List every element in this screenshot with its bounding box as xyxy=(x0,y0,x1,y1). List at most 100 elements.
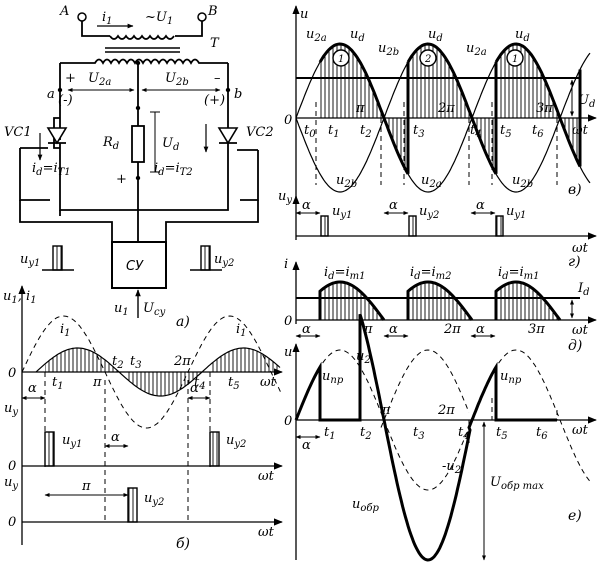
control-system-box xyxy=(111,241,167,289)
svg-text:uy2: uy2 xyxy=(214,252,234,269)
svg-text:u2b: u2b xyxy=(378,41,399,58)
svg-text:π: π xyxy=(363,322,373,337)
svg-text:0: 0 xyxy=(284,314,292,329)
svg-text:uy2: uy2 xyxy=(419,204,439,221)
svg-text:0: 0 xyxy=(284,113,292,128)
svg-text:α: α xyxy=(389,198,398,213)
svg-text:Ud: Ud xyxy=(578,93,595,110)
svg-text:2π: 2π xyxy=(437,101,455,116)
svg-text:(-): (-) xyxy=(58,93,73,108)
svg-text:u2a: u2a xyxy=(466,41,487,58)
svg-text:г): г) xyxy=(568,254,581,270)
panel-b-waveforms: u1, i1 u1 i1 i1 0 α t1 π t2 t3 2π t4 t5 … xyxy=(3,285,283,552)
svg-text:α: α xyxy=(302,198,311,213)
svg-text:2π: 2π xyxy=(173,354,191,369)
thyristor-vc1 xyxy=(46,127,68,145)
svg-text:1: 1 xyxy=(512,54,518,65)
svg-text:3π: 3π xyxy=(536,101,553,116)
svg-text:π: π xyxy=(81,479,91,494)
svg-text:π: π xyxy=(92,375,102,390)
id-current-area xyxy=(320,282,560,320)
svg-text:t5: t5 xyxy=(496,425,508,442)
svg-text:i1: i1 xyxy=(236,322,247,339)
rectified-voltage-area xyxy=(320,44,580,174)
svg-text:t2: t2 xyxy=(360,123,372,140)
svg-text:Uсу: Uсу xyxy=(143,301,166,318)
svg-text:uy1: uy1 xyxy=(20,252,40,269)
svg-text:uy2: uy2 xyxy=(144,491,164,508)
svg-text:t1: t1 xyxy=(52,375,64,392)
svg-text:1: 1 xyxy=(338,54,344,65)
svg-text:t4: t4 xyxy=(458,425,470,442)
svg-text:u2b: u2b xyxy=(336,173,357,190)
svg-text:t2: t2 xyxy=(112,354,124,371)
svg-text:t1: t1 xyxy=(328,123,340,140)
svg-text:uy: uy xyxy=(278,189,292,206)
svg-text:α: α xyxy=(111,430,120,445)
svg-text:id=iт1: id=iт1 xyxy=(498,265,540,282)
svg-text:id=iT1: id=iT1 xyxy=(32,161,71,178)
svg-text:~U1: ~U1 xyxy=(145,10,173,27)
primary-wire-right xyxy=(175,21,203,37)
svg-text:е): е) xyxy=(568,508,582,524)
svg-text:t3: t3 xyxy=(413,425,425,442)
svg-text:uпр: uпр xyxy=(500,369,522,386)
i1-curve xyxy=(35,347,281,397)
svg-text:i1: i1 xyxy=(60,322,71,339)
svg-text:t3: t3 xyxy=(413,123,425,140)
thyristor-vc2 xyxy=(217,127,239,145)
panel-d-currents: i id=iт1 id=iт2 id=iт1 Id 0 α π α 2π α 3… xyxy=(284,257,597,354)
svg-text:U2a: U2a xyxy=(88,71,111,88)
svg-text:д): д) xyxy=(568,338,582,354)
i1-positive-area-2 xyxy=(210,348,280,372)
svg-text:U2b: U2b xyxy=(165,71,189,88)
svg-text:u2a: u2a xyxy=(421,173,442,190)
svg-text:+: + xyxy=(116,172,127,187)
svg-text:ωt: ωt xyxy=(258,469,275,484)
svg-text:ωt: ωt xyxy=(258,525,275,540)
u1-dashed-curve xyxy=(21,315,283,429)
panel-v-voltages: u u2a ud u2b ud u2a ud 1 2 1 Ud 0 t0 t1 … xyxy=(284,5,597,200)
svg-text:id=iT2: id=iT2 xyxy=(154,161,193,178)
svg-text:uпр: uпр xyxy=(322,369,344,386)
svg-text:u: u xyxy=(300,7,308,22)
svg-text:Id: Id xyxy=(577,281,590,298)
svg-text:i1: i1 xyxy=(102,10,113,27)
svg-text:t5: t5 xyxy=(228,375,240,392)
svg-text:u: u xyxy=(284,345,292,360)
circuit-schematic: A B i1 ~U1 T a b + (-) – (+) U2a U2b VC1… xyxy=(4,4,274,330)
primary-winding xyxy=(109,34,175,40)
svg-text:ud: ud xyxy=(350,27,365,44)
minus-u2-dashed-curve xyxy=(380,349,470,428)
i1-negative-area xyxy=(128,372,202,396)
svg-text:-u2: -u2 xyxy=(442,459,461,476)
svg-text:2: 2 xyxy=(424,54,431,65)
svg-text:t4: t4 xyxy=(470,123,482,140)
svg-text:i: i xyxy=(284,257,288,272)
svg-text:2π: 2π xyxy=(443,322,461,337)
svg-text:Rd: Rd xyxy=(102,135,119,152)
panel-g-pulses: uy α uy1 α uy2 α uy1 ωt г) xyxy=(278,189,597,270)
svg-text:ud: ud xyxy=(428,27,443,44)
svg-text:0: 0 xyxy=(8,366,16,381)
svg-text:в): в) xyxy=(568,182,582,198)
u2-dashed-curve xyxy=(295,349,591,491)
svg-text:uобр: uобр xyxy=(352,497,379,514)
svg-text:b: b xyxy=(234,87,242,102)
svg-text:α: α xyxy=(476,198,485,213)
svg-text:ωt: ωt xyxy=(572,423,589,438)
svg-text:α: α xyxy=(302,322,311,337)
svg-text:α: α xyxy=(476,322,485,337)
svg-text:t6: t6 xyxy=(536,425,548,442)
svg-text:ωt: ωt xyxy=(572,123,589,138)
svg-text:π: π xyxy=(355,101,365,116)
svg-text:ωt: ωt xyxy=(260,375,277,390)
svg-text:id=iт2: id=iт2 xyxy=(410,265,452,282)
svg-text:2π: 2π xyxy=(437,403,455,418)
svg-text:СУ: СУ xyxy=(126,259,144,274)
panel-e-thyristor-voltage: u u2 uпр uпр 0 α t1 t2 π 2π t3 t4 t5 t6 … xyxy=(284,313,597,562)
svg-text:VC1: VC1 xyxy=(4,125,32,140)
svg-text:uy: uy xyxy=(4,475,18,492)
svg-text:Ud: Ud xyxy=(162,136,179,153)
svg-text:Uобр max: Uобр max xyxy=(490,475,544,492)
